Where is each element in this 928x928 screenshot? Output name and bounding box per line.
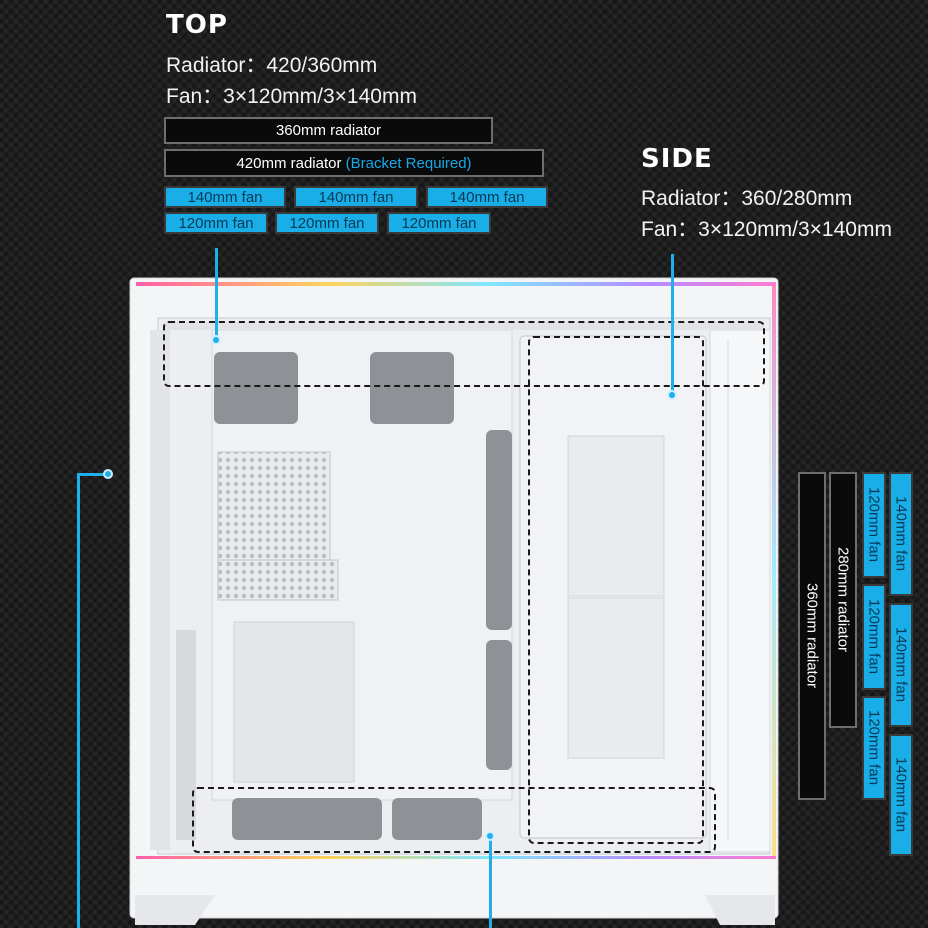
side-140-fan-2: 140mm fan [889,603,913,727]
top-140-fan-3: 140mm fan [426,186,548,208]
side-radiator-zone [528,336,704,844]
bottom-callout-dot [485,831,495,841]
top-140-fan-label: 140mm fan [318,188,394,206]
top-radiator-spec: Radiator：420/360mm [166,54,378,77]
side-120-fan-label: 120mm fan [865,710,883,786]
top-360-radiator-bar: 360mm radiator [164,117,493,144]
side-radiator-spec: Radiator：360/280mm [641,187,853,210]
side-140-fan-3: 140mm fan [889,734,913,856]
top-radiator-zone [163,321,765,387]
top-120-fan-label: 120mm fan [401,214,477,232]
side-120-fan-2: 120mm fan [862,584,886,690]
side-140-fan-label: 140mm fan [892,496,910,572]
top-120-fan-2: 120mm fan [275,212,379,234]
front-callout-line-h [77,473,107,476]
top-callout-dot [211,335,221,345]
top-420-bracket-note: (Bracket Required) [345,154,472,172]
side-heading: SIDE [641,144,713,174]
top-heading: TOP [166,10,228,40]
top-360-radiator-label: 360mm radiator [275,122,382,139]
top-fan-spec: Fan：3×120mm/3×140mm [166,85,417,108]
top-140-fan-label: 140mm fan [187,188,263,206]
side-360-radiator-bar: 360mm radiator [798,472,826,800]
top-420-radiator-label: 420mm radiator [236,154,342,172]
top-callout-line [215,248,218,340]
top-420-radiator-bar: 420mm radiator (Bracket Required) [164,149,544,177]
top-140-fan-label: 140mm fan [449,188,525,206]
side-360-radiator-label: 360mm radiator [803,583,821,689]
top-120-fan-label: 120mm fan [178,214,254,232]
side-120-fan-label: 120mm fan [865,487,883,563]
front-callout-line [77,473,80,928]
bottom-callout-line [489,836,492,928]
side-callout-line [671,254,674,394]
side-120-fan-3: 120mm fan [862,696,886,800]
top-140-fan-1: 140mm fan [164,186,286,208]
side-140-fan-1: 140mm fan [889,472,913,596]
side-280-radiator-bar: 280mm radiator [829,472,857,728]
side-120-fan-1: 120mm fan [862,472,886,578]
side-140-fan-label: 140mm fan [892,757,910,833]
side-140-fan-label: 140mm fan [892,627,910,703]
side-280-radiator-label: 280mm radiator [834,547,852,653]
top-120-fan-1: 120mm fan [164,212,268,234]
top-140-fan-2: 140mm fan [294,186,418,208]
side-120-fan-label: 120mm fan [865,599,883,675]
side-callout-dot [667,390,677,400]
bottom-fan-zone [192,787,716,853]
top-120-fan-label: 120mm fan [289,214,365,232]
side-fan-spec: Fan：3×120mm/3×140mm [641,218,892,241]
top-120-fan-3: 120mm fan [387,212,491,234]
front-callout-dot [103,469,113,479]
